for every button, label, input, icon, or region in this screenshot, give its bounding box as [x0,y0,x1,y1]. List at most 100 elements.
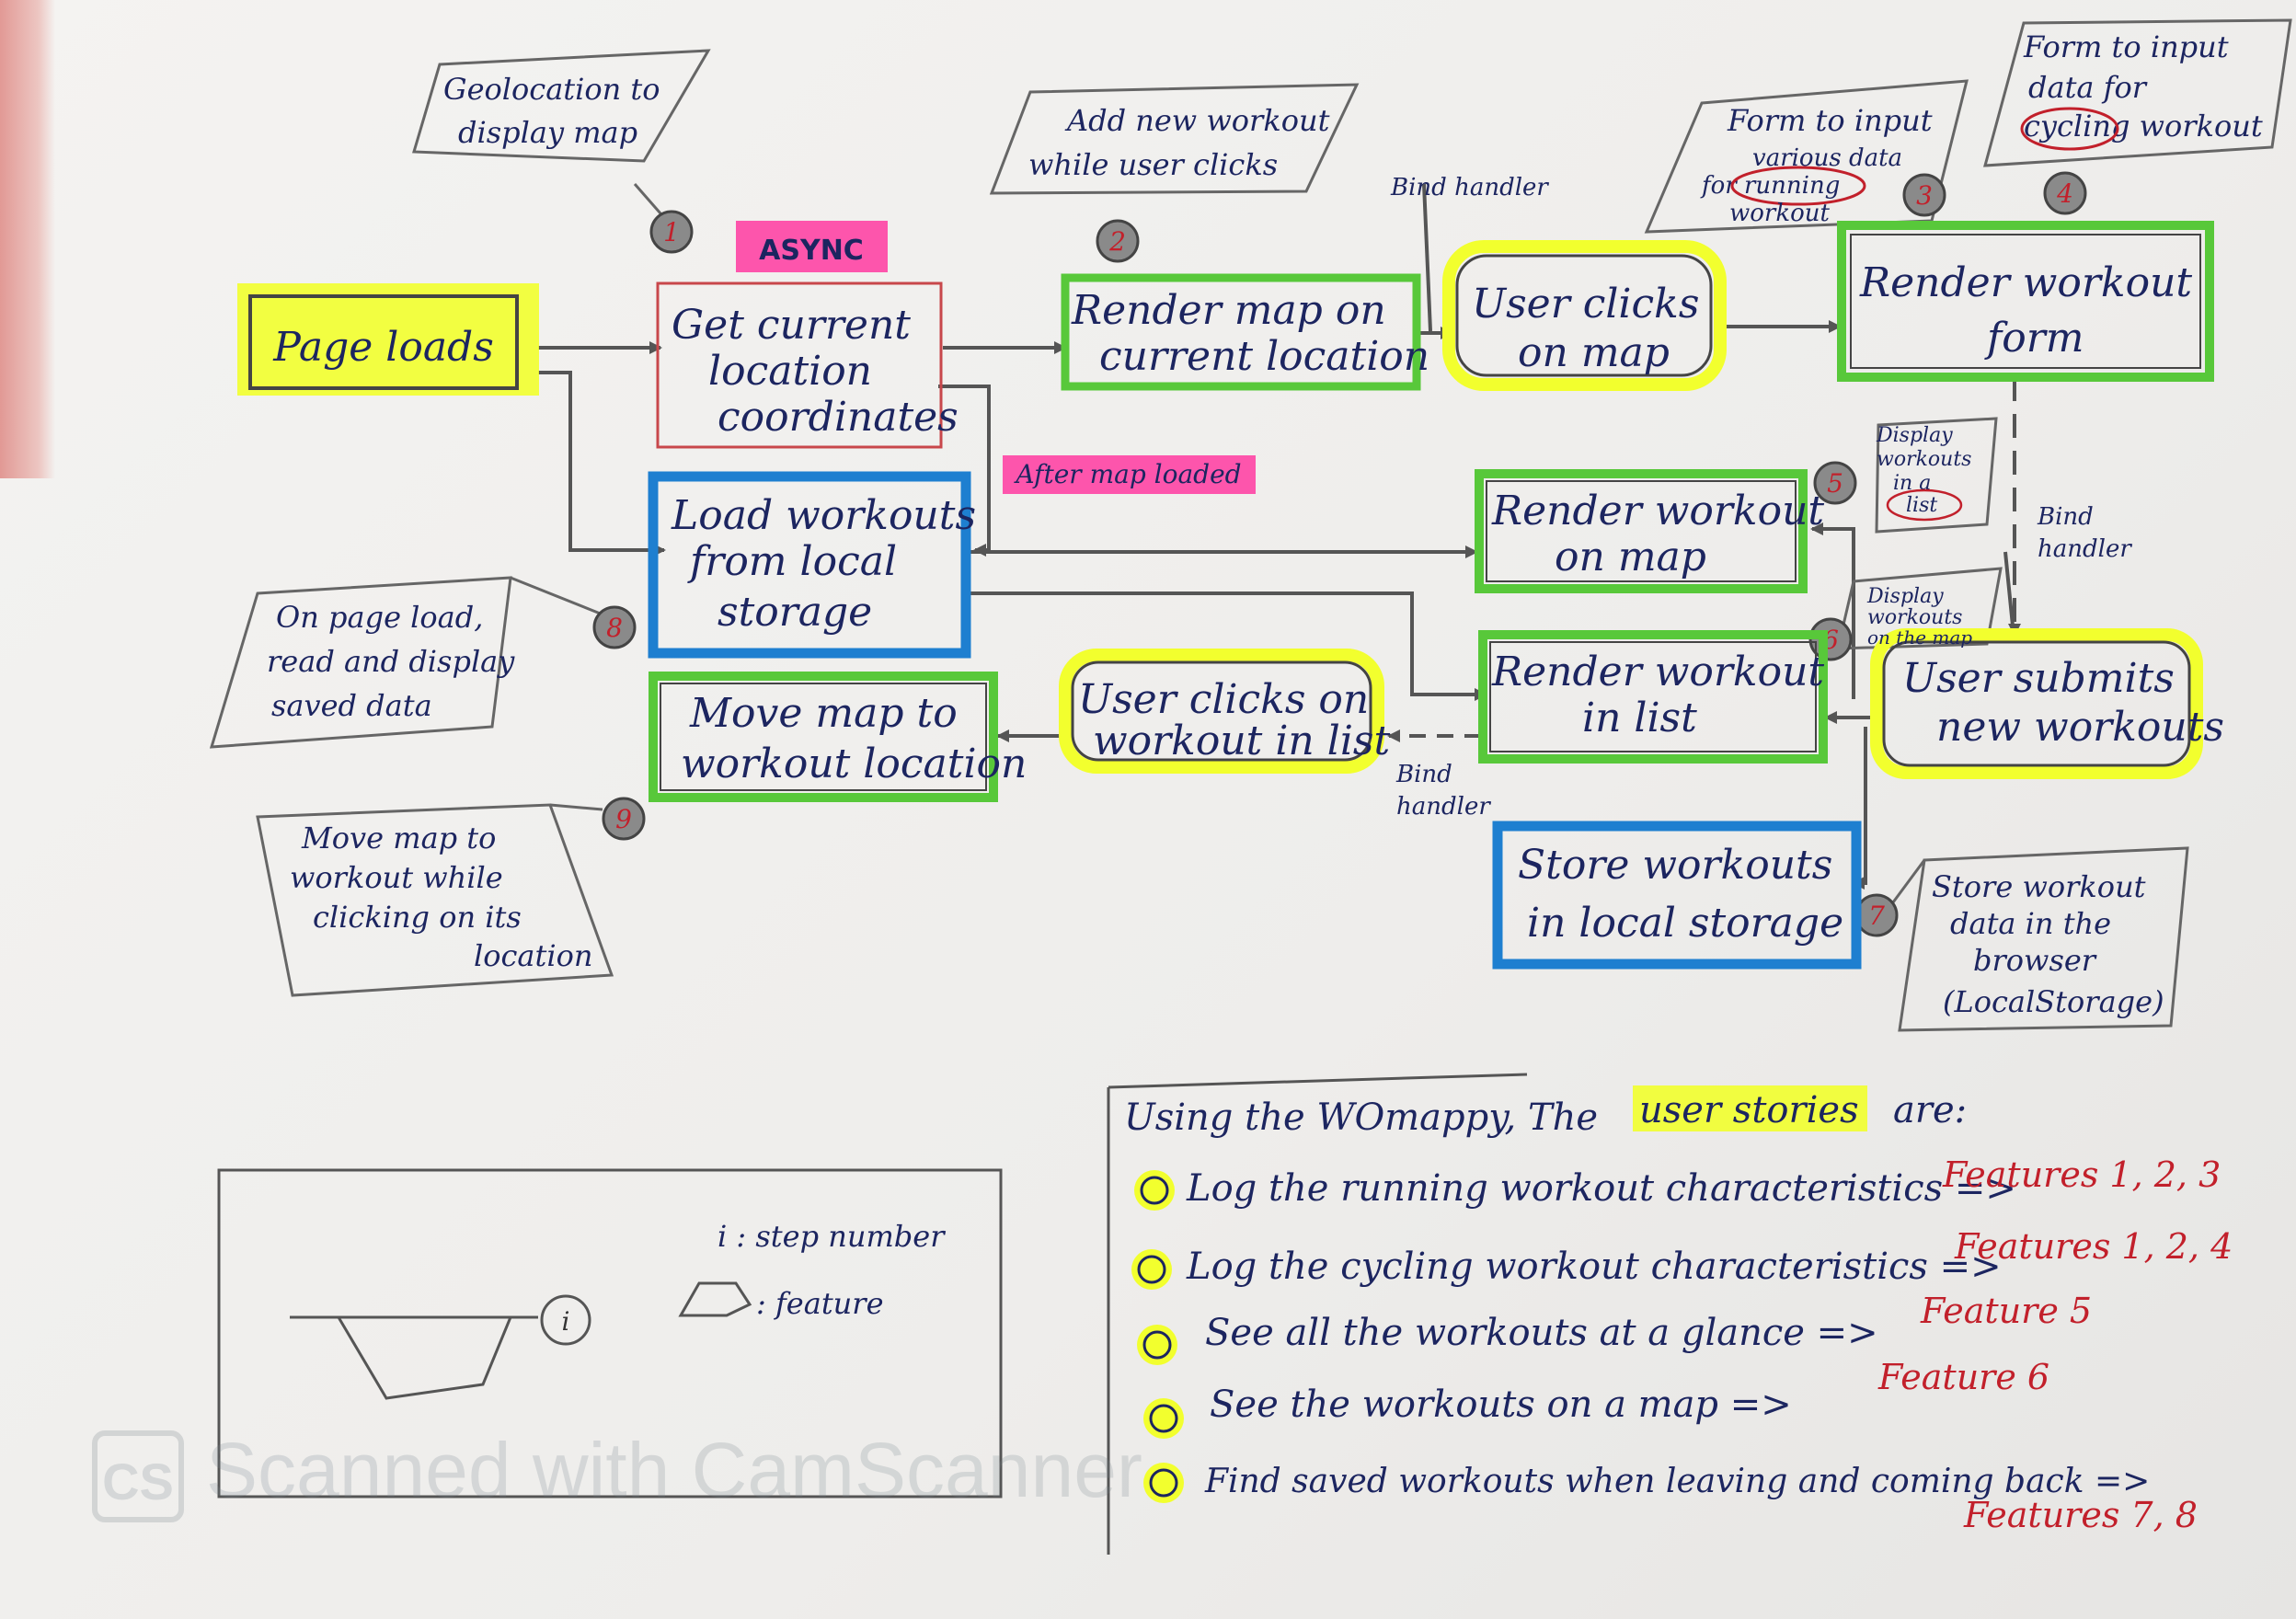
bind-handler-top-line [1422,183,1432,332]
async-tag: ASYNC [736,221,888,272]
note-7-line-3: browser [1973,943,2097,978]
note-5-line-4: list [1906,494,1937,517]
story-1-text: Log the running workout characteristics … [1186,1167,2016,1210]
note-4-line-1: Form to input [2023,29,2229,64]
get-location-label-3: coordinates [718,394,959,441]
note-7-shape [1898,846,2189,1032]
render-map-box: Render map on current location [1061,273,1429,391]
note-7-line-4: (LocalStorage) [1943,984,2164,1019]
camscanner-logo-icon: CS [92,1430,184,1522]
step-9-icon: 9 [602,797,646,841]
note-3-line-4: workout [1729,200,1830,227]
step-4-icon: 4 [2043,171,2087,215]
story-2: Log the cycling workout characteristics … [1131,1226,2233,1290]
step-3-number: 3 [1916,180,1933,211]
arrow-submit-to-map [1810,522,1855,699]
legend-step-icon [540,1294,591,1346]
story-5-text: Find saved workouts when leaving and com… [1204,1463,2150,1500]
render-in-list-label-2: in list [1582,695,1697,741]
step-5-icon: 5 [1813,461,1857,505]
legend-step-label: i : step number [718,1219,946,1254]
render-form-label-2: form [1984,315,2084,362]
load-workouts-label-3: storage [718,589,872,636]
connectors [538,183,2021,890]
stories-highlight-bg [1633,1085,1867,1131]
move-map-label-1: Move map to [689,690,958,737]
legend-feature-shape [336,1315,513,1400]
store-label-2: in local storage [1527,900,1843,947]
story-5-bullet-icon [1149,1468,1178,1498]
load-workouts-label-2: from local [687,538,897,585]
note-9-line-1: Move map to [301,821,496,855]
note-6-line-1: Display [1866,585,1944,608]
user-clicks-map-box: User clicks on map [1442,240,1727,391]
arrow-page-to-load [538,371,666,557]
note-7-line-1: Store workout [1932,869,2146,904]
note-4-line-3: cycling workout [2024,109,2263,144]
after-map-loaded-label: After map loaded [1013,459,1241,489]
user-clicks-list-box: User clicks on workout in list [1059,649,1390,774]
legend-feature-icon [678,1281,752,1317]
note-1-line-1: Geolocation to [443,72,660,107]
note-5-line-2: workouts [1877,448,1971,471]
note-2-line-1: Add new workout [1064,103,1330,138]
watermark-text: Scanned with CamScanner [206,1427,1142,1513]
render-on-map-label-1: Render workout [1491,488,1824,534]
get-location-label-2: location [708,348,872,395]
feature-notes [209,18,2292,1032]
story-1-features: Features 1, 2, 3 [1942,1154,2221,1195]
get-location-label-1: Get current [672,302,911,349]
note-9-shape [256,803,614,997]
store-workouts-box: Store workouts in local storage [1492,821,1862,970]
step-1-icon: 1 [649,210,694,254]
move-map-label-2: workout location [681,741,1027,787]
user-clicks-map-label-1: User clicks [1472,281,1699,327]
render-in-list-label-1: Render workout [1491,649,1824,695]
note-texts: Geolocation to display map Add new worko… [267,29,2263,1019]
step-1-number: 1 [663,217,680,247]
note-7-line-2: data in the [1950,906,2111,941]
step-8-number: 8 [606,613,623,643]
move-map-box: Move map to workout location [649,672,1027,802]
note-9-line-2: workout while [290,860,503,895]
bind-handler-bottom-label-2: handler [1396,793,1491,821]
note-8-leader [510,576,603,616]
user-submits-box: User submits new workouts [1870,628,2224,779]
user-submits-label-1: User submits [1902,655,2175,702]
note-8-line-1: On page load, [276,600,483,635]
user-clicks-list-label-2: workout in list [1093,718,1390,764]
user-stories: Using the WOmappy, The user stories are:… [1107,1073,2233,1555]
camscanner-watermark: CS Scanned with CamScanner [92,1426,1142,1522]
render-map-label-2: current location [1099,333,1429,380]
arrow-load-to-render-in-list [970,591,1487,701]
stories-intro-end: are: [1893,1089,1967,1131]
step-3-icon: 3 [1902,173,1946,217]
note-1-shape [412,49,711,163]
step-2-number: 2 [1108,226,1126,257]
user-submits-label-2: new workouts [1936,704,2224,751]
user-clicks-map-label-2: on map [1518,329,1670,376]
bind-handler-right-label-1: Bind [2037,503,2094,531]
step-7-number: 7 [1868,901,1885,931]
legend-feature-label: : feature [756,1286,884,1321]
note-4-shape [1983,18,2292,167]
step-5-number: 5 [1827,468,1843,499]
story-3: See all the workouts at a glance => Feat… [1137,1291,2092,1365]
story-3-bullet-icon [1142,1330,1172,1360]
step-2-icon: 2 [1096,219,1140,263]
store-label-1: Store workouts [1518,842,1832,889]
legend-step-symbol: i [562,1306,570,1337]
story-2-text: Log the cycling workout characteristics … [1186,1246,2002,1288]
load-workouts-box: Load workouts from local storage [648,471,976,659]
note-5-line-1: Display [1876,424,1953,447]
story-2-features: Features 1, 2, 4 [1954,1226,2233,1267]
story-4: See the workouts on a map => Feature 6 [1143,1357,2049,1439]
render-on-map-box: Render workout on map [1475,469,1824,593]
story-4-bullet-icon [1149,1404,1178,1433]
legend-box: i i : step number : feature [217,1168,1003,1498]
bind-handler-right-line [2003,551,2015,626]
render-on-map-label-2: on map [1555,534,1706,580]
get-location-box: Get current location coordinates [656,281,959,449]
note-8-shape [209,576,512,749]
